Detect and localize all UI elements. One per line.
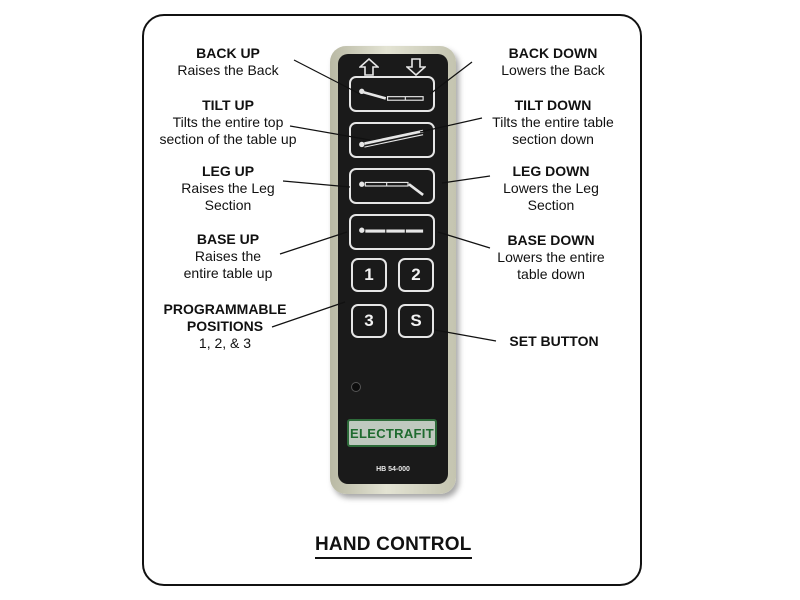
leader-base-up	[279, 231, 348, 255]
leader-programmable	[271, 301, 346, 328]
position-1-button[interactable]: 1	[351, 258, 387, 292]
back-button[interactable]	[349, 76, 435, 112]
label-back-up: BACK UP Raises the Back	[177, 45, 279, 78]
status-led	[351, 382, 361, 392]
label-base-down: BASE DOWN Lowers the entire table down	[497, 232, 605, 282]
label-leg-up: LEG UP Raises the Leg Section	[181, 163, 275, 213]
leader-leg-up	[282, 180, 351, 188]
leader-tilt-down	[419, 117, 483, 133]
table-tilt-icon	[359, 129, 424, 148]
base-flat-icon	[359, 227, 424, 234]
leg-section-icon	[359, 181, 424, 196]
tilt-button[interactable]	[349, 122, 435, 158]
back-tilt-icon	[359, 88, 424, 101]
label-tilt-up: TILT UP Tilts the entire top section of …	[159, 97, 297, 147]
leg-button[interactable]	[349, 168, 435, 204]
base-button[interactable]	[349, 214, 435, 250]
set-button[interactable]: S	[398, 304, 434, 338]
position-3-button[interactable]: 3	[351, 304, 387, 338]
label-base-up: BASE UP Raises the entire table up	[183, 231, 273, 281]
leader-set-button	[434, 329, 497, 342]
diagram-title: HAND CONTROL	[315, 534, 472, 559]
label-leg-down: LEG DOWN Lowers the Leg Section	[503, 163, 599, 213]
label-programmable-positions: PROGRAMMABLE POSITIONS 1, 2, & 3	[163, 301, 287, 351]
leader-tilt-up	[289, 125, 371, 141]
position-2-button[interactable]: 2	[398, 258, 434, 292]
diagram-frame	[142, 14, 642, 586]
model-number: HB 54-000	[376, 466, 410, 473]
label-tilt-down: TILT DOWN Tilts the entire table section…	[492, 97, 614, 147]
leader-leg-down	[441, 175, 491, 184]
leader-back-up	[293, 59, 361, 95]
label-set-button: SET BUTTON	[509, 333, 599, 349]
leader-base-down	[437, 231, 491, 249]
label-back-down: BACK DOWN Lowers the Back	[501, 45, 605, 78]
electrafit-logo: ELECTRAFIT	[347, 419, 437, 447]
up-arrow-icon	[359, 58, 379, 76]
leader-back-down	[429, 61, 473, 95]
down-arrow-icon	[406, 58, 426, 76]
